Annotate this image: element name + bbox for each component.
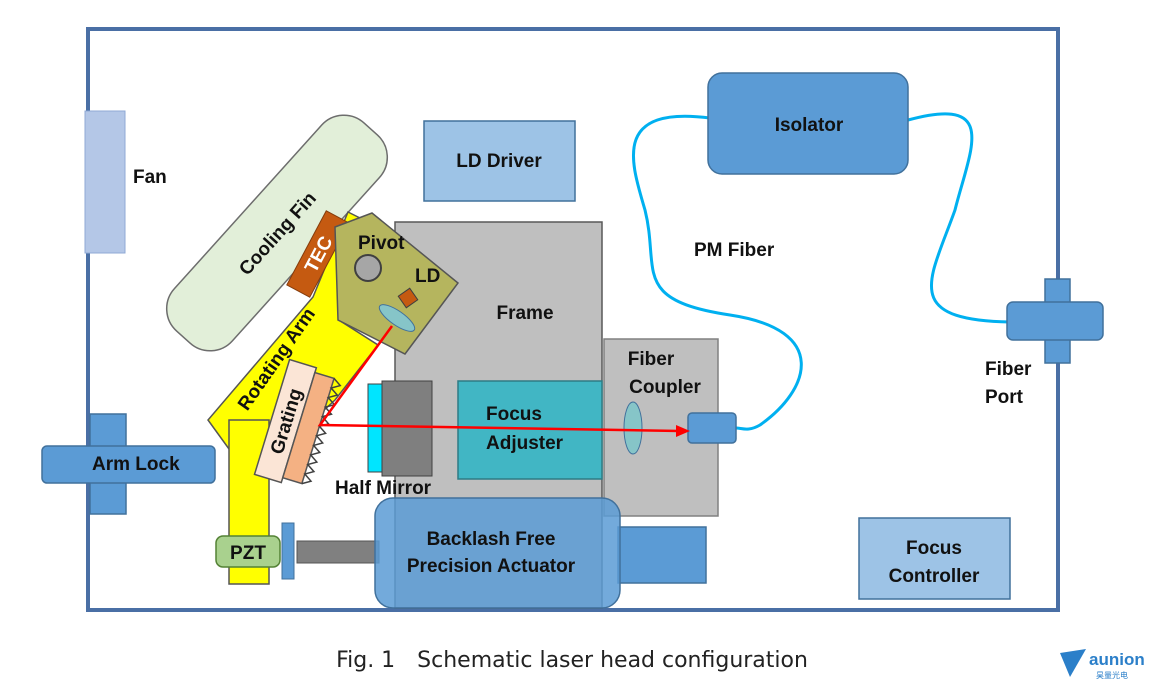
actuator-rod — [296, 540, 380, 564]
half-mirror-label: Half Mirror — [335, 478, 432, 499]
focus-controller-label-2: Controller — [889, 566, 980, 587]
focus-adjuster-label-1: Focus — [486, 404, 542, 425]
actuator-tip — [281, 522, 295, 580]
half-mirror-body — [381, 380, 433, 477]
laser-beam-arrowhead — [676, 425, 690, 437]
figure-caption: Fig. 1 Schematic laser head configuratio… — [336, 648, 808, 673]
aunion-logo: aunion 昊量光电 — [1060, 649, 1145, 680]
pivot-circle — [354, 254, 382, 282]
fiber-port-label-1: Fiber — [985, 359, 1032, 380]
focus-controller-box — [858, 517, 1011, 600]
fiber-port-label-2: Port — [985, 387, 1024, 408]
fan-label: Fan — [133, 167, 167, 188]
frame-label: Frame — [496, 303, 553, 324]
grating-teeth — [301, 377, 342, 485]
tec-block — [286, 210, 350, 298]
fiber-coupler-label-2: Coupler — [629, 377, 701, 398]
coupler-lens — [623, 401, 643, 455]
ld-driver-box — [423, 120, 576, 202]
pivot-label: Pivot — [358, 233, 405, 254]
arm-lock-label: Arm Lock — [92, 454, 180, 475]
fiber-connector — [687, 412, 737, 444]
actuator-body — [374, 497, 621, 609]
logo-mark-icon — [1060, 649, 1086, 677]
pzt-label: PZT — [230, 543, 266, 564]
fan-block — [84, 110, 126, 254]
actuator-label-1: Backlash Free — [427, 529, 556, 550]
pm-fiber-label: PM Fiber — [694, 240, 775, 261]
half-mirror-front — [367, 383, 383, 473]
fiber-port-horizontal — [1006, 301, 1104, 341]
pzt-block — [215, 535, 281, 568]
ld-driver-label: LD Driver — [456, 151, 542, 172]
ld-lens — [378, 304, 416, 332]
focus-adjuster-label-2: Adjuster — [486, 433, 564, 454]
actuator-label-2: Precision Actuator — [407, 556, 576, 577]
pm-fiber-cable — [631, 114, 803, 431]
laser-beam — [317, 325, 681, 433]
ld-chip — [397, 287, 419, 309]
ld-label: LD — [415, 266, 440, 287]
grating-block — [281, 371, 335, 485]
isolator-box — [707, 72, 909, 175]
arm-lock-horizontal — [41, 445, 216, 484]
logo-brand: aunion — [1089, 650, 1145, 669]
actuator-right-block — [617, 526, 707, 584]
fiber-coupler-label-1: Fiber — [628, 349, 675, 370]
focus-controller-label-1: Focus — [906, 538, 962, 559]
pm-fiber-cable-right — [907, 112, 1011, 324]
logo-sub: 昊量光电 — [1096, 670, 1128, 680]
isolator-label: Isolator — [775, 115, 844, 136]
ld-mount — [334, 212, 460, 355]
